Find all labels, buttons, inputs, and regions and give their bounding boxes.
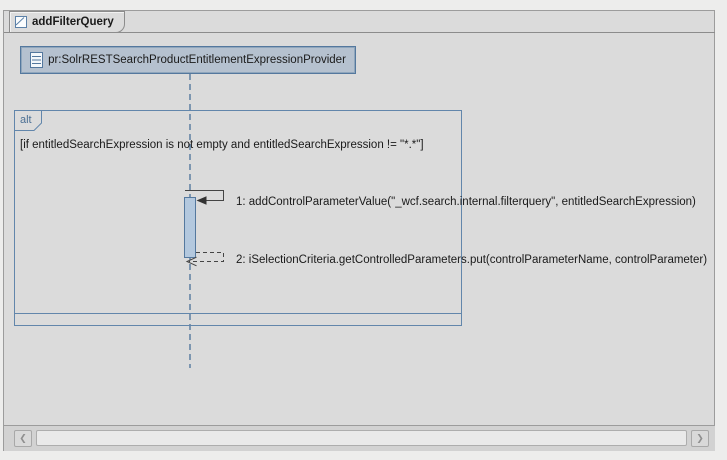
scroll-left-button[interactable]: ❮ [14,430,32,447]
lifeline-head[interactable]: pr:SolrRESTSearchProductEntitlementExpre… [20,46,356,74]
lifeline-name: pr:SolrRESTSearchProductEntitlementExpre… [48,54,346,66]
message-1-label[interactable]: 1: addControlParameterValue("_wcf.search… [236,196,696,208]
diagram-title: addFilterQuery [32,16,114,28]
sequence-diagram-icon [14,15,28,29]
diagram-frame-line [4,32,715,33]
scroll-right-button[interactable]: ❯ [691,430,709,447]
chevron-right-icon: ❯ [696,433,704,443]
horizontal-scrollbar[interactable]: ❮ ❯ [4,425,715,451]
scrollbar-thumb[interactable] [36,430,687,446]
chevron-left-icon: ❮ [19,433,27,443]
alt-operator-label[interactable]: alt [20,114,32,126]
lifeline-icon [30,52,44,68]
diagram-tab[interactable]: addFilterQuery [9,11,125,33]
fragment-guard[interactable]: [if entitledSearchExpression is not empt… [20,139,424,151]
diagram-canvas[interactable] [3,10,715,451]
message-2-label[interactable]: 2: iSelectionCriteria.getControlledParam… [236,254,708,266]
